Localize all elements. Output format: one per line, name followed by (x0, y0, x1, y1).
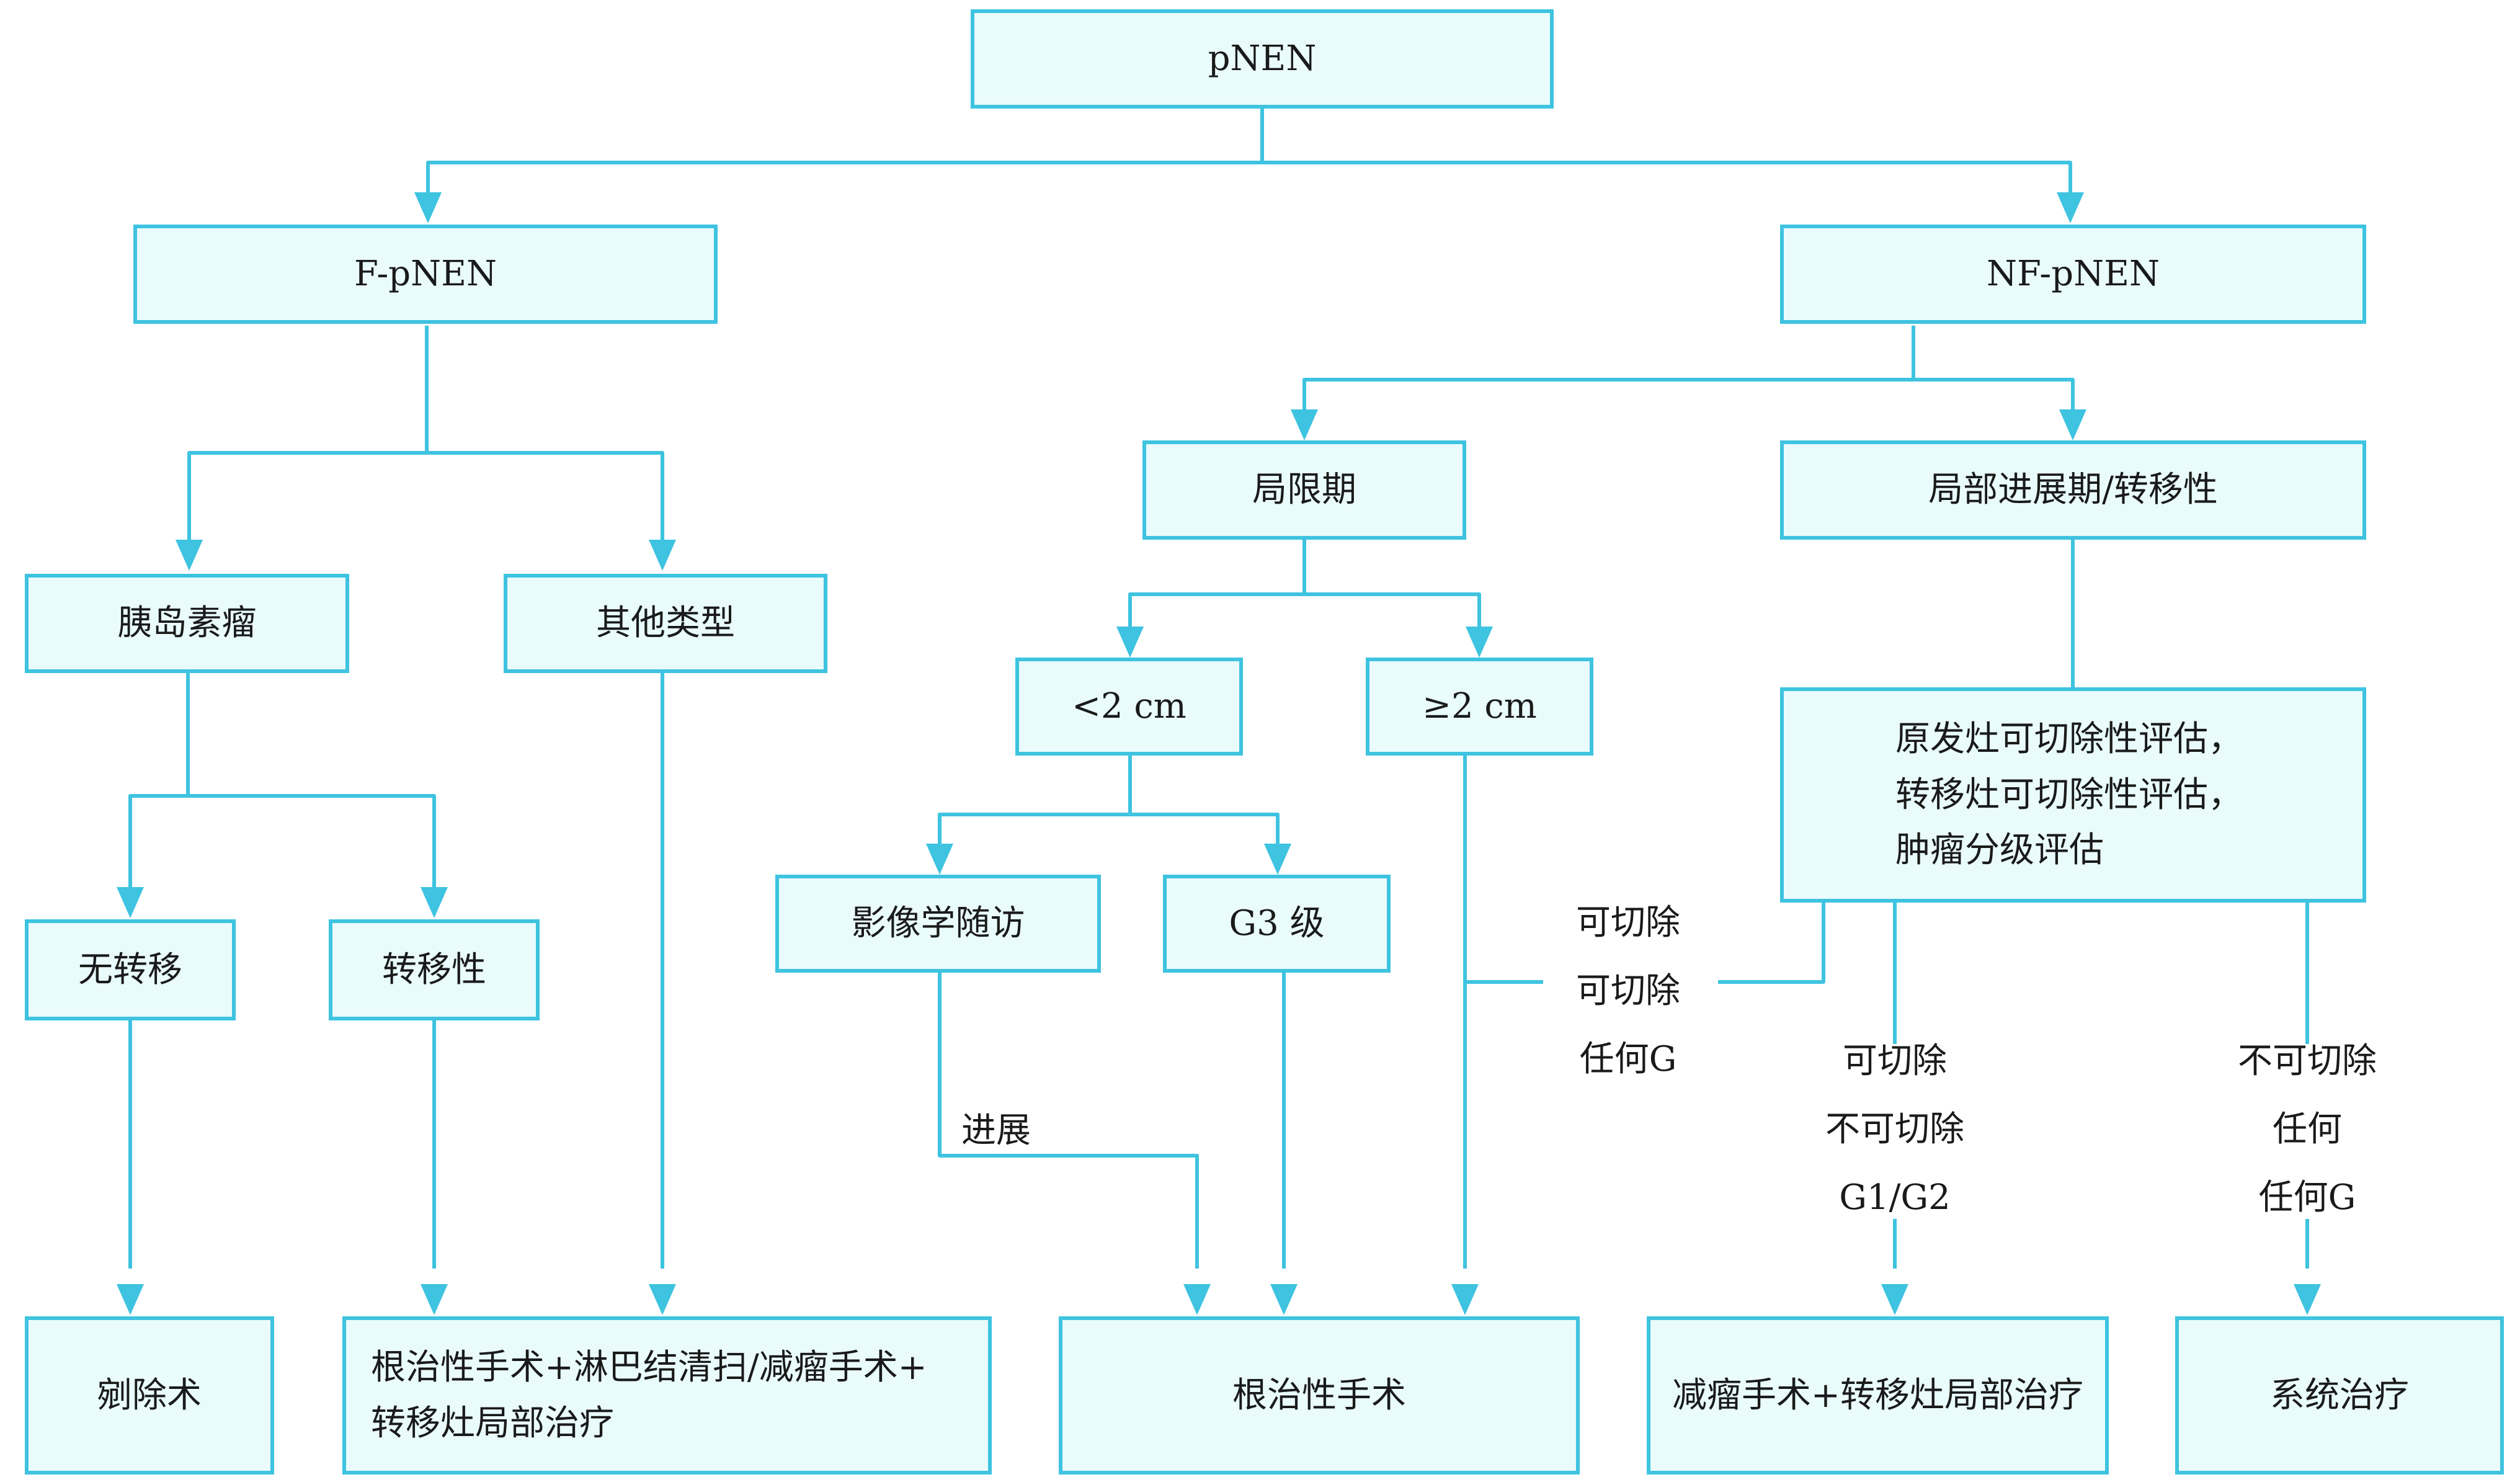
node-g3: G3 级 (1163, 875, 1391, 973)
edge-insulinoma-to-nomet (128, 794, 188, 887)
label-rug-3: G1/G2 (1839, 1177, 1951, 1218)
arrowhead-radical-combo-b (649, 1284, 676, 1315)
arrowhead-nf (2057, 192, 2084, 223)
arrowhead-insulinoma (176, 540, 203, 571)
node-imaging-followup: 影像学随访 (775, 875, 1101, 973)
edge-localized-to-ge2 (1304, 592, 1481, 633)
arrowhead-met (421, 887, 448, 918)
node-no-metastasis: 无转移 (25, 919, 236, 1020)
node-debulking-local: 减瘤手术+转移灶局部治疗 (1647, 1316, 2109, 1475)
edge-root-to-f (426, 161, 1262, 202)
arrowhead-radical-b (1270, 1284, 1298, 1315)
edge-localized-to-lt2 (1128, 592, 1304, 633)
node-nf-pnen: NF-pNEN (1780, 225, 2366, 324)
label-uaa-1: 不可切除 (2238, 1041, 2377, 1081)
arrowhead-radical-combo-a (421, 1284, 448, 1315)
label-resectable-anyg-2: 可切除 (1576, 971, 1680, 1011)
label-resectable-anyg-3: 任何G (1579, 1039, 1677, 1079)
edge-root-to-nf (1262, 161, 2072, 202)
node-insulinoma: 胰岛素瘤 (25, 574, 349, 673)
arrowhead-advanced (2059, 409, 2086, 440)
arrowhead-localized (1291, 409, 1318, 440)
node-pnen: pNEN (971, 9, 1554, 109)
node-other-types: 其他类型 (504, 574, 827, 673)
arrowhead-excision (117, 1284, 144, 1315)
label-unresectable-any-anyg: 不可切除 任何 任何G (2211, 1044, 2403, 1215)
node-radical-combo-line2: 转移灶局部治疗 (371, 1403, 614, 1444)
edge-insulinoma-to-met (188, 794, 436, 887)
edge-nf-to-localized (1302, 378, 1913, 416)
label-rug-2: 不可切除 (1825, 1109, 1964, 1149)
node-metastatic: 转移性 (329, 919, 540, 1020)
label-resectable-anyg-1: 可切除 (1576, 903, 1680, 943)
node-advanced: 局部进展期/转移性 (1780, 440, 2366, 540)
node-radical-surgery: 根治性手术 (1059, 1316, 1580, 1475)
node-localized: 局限期 (1142, 440, 1466, 540)
node-assessment-line1: 原发灶可切除性评估， (1895, 719, 2243, 760)
edge-advanced-resectable-to-radical (1718, 903, 1825, 984)
node-lt-2cm: <2 cm (1015, 658, 1243, 756)
arrowhead-systemic (2294, 1284, 2321, 1315)
label-rug-1: 可切除 (1843, 1041, 1947, 1081)
node-ge-2cm: ≥2 cm (1366, 658, 1593, 756)
node-f-pnen: F-pNEN (133, 225, 718, 324)
edge-lt2-to-g3 (1130, 813, 1280, 850)
node-systemic-therapy: 系统治疗 (2175, 1316, 2504, 1475)
node-excision: 剜除术 (25, 1316, 274, 1475)
arrowhead-other (649, 540, 676, 571)
arrowhead-nomet (117, 887, 144, 918)
arrowhead-radical-a (1183, 1284, 1211, 1315)
arrowhead-f (414, 192, 442, 223)
arrowhead-radical-c (1451, 1284, 1479, 1315)
node-radical-combo: 根治性手术+淋巴结清扫/减瘤手术+ 转移灶局部治疗 (342, 1316, 992, 1475)
node-assessment-line2: 转移灶可切除性评估， (1895, 774, 2243, 815)
arrowhead-g3 (1264, 844, 1291, 875)
label-uaa-2: 任何 (2273, 1109, 2342, 1149)
edge-f-to-other (427, 451, 664, 549)
label-resectable-unresectable-g1g2: 可切除 不可切除 G1/G2 (1799, 1044, 1991, 1215)
edge-imaging-progression (938, 973, 1199, 1269)
label-resectable-anyg: 可切除 可切除 任何G (1535, 906, 1721, 1077)
node-assessment: 原发灶可切除性评估， 转移灶可切除性评估， 肿瘤分级评估 (1780, 687, 2366, 903)
arrowhead-imaging (926, 844, 953, 875)
edge-nf-to-advanced (1913, 378, 2075, 416)
edge-lt2-to-imaging (938, 813, 1130, 850)
arrowhead-ge2 (1466, 627, 1493, 658)
label-progression: 进展 (961, 1110, 1031, 1151)
label-uaa-3: 任何G (2258, 1177, 2356, 1218)
arrowhead-lt2 (1116, 627, 1144, 658)
edge-f-to-insulinoma (187, 451, 427, 549)
node-radical-combo-line1: 根治性手术+淋巴结清扫/减瘤手术+ (371, 1347, 927, 1388)
arrowhead-debulking (1881, 1284, 1908, 1315)
node-assessment-line3: 肿瘤分级评估 (1895, 830, 2104, 871)
